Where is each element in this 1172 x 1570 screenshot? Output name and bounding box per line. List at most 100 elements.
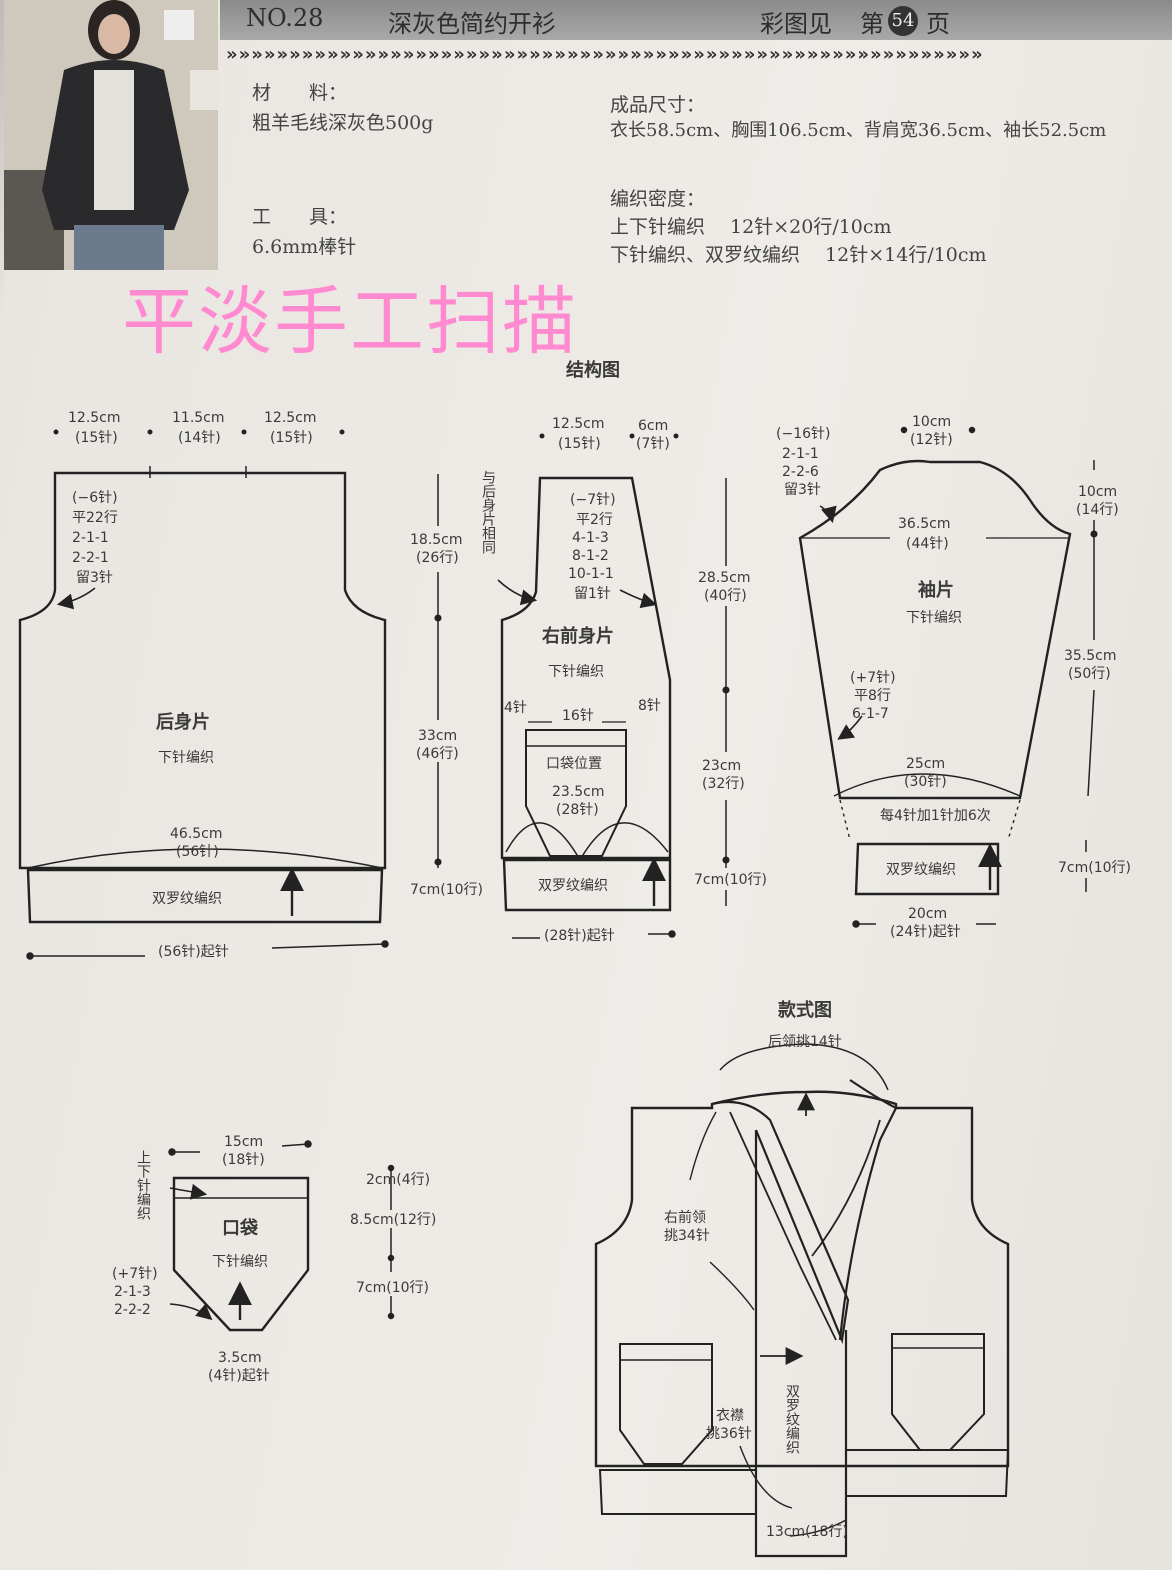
style-garment [594,1043,1010,1558]
density-line-1: 上下针编织 12针×20行/10cm [610,216,892,238]
back-armhole-5: 留3针 [76,570,113,586]
see-color-prefix: 彩图见 [760,10,832,38]
style-back-neck: 后领挑14针 [768,1034,842,1050]
pocket-inc-3: 2-2-2 [114,1302,151,1318]
materials-label: 材 料： [252,82,348,104]
pocket-bottom-b: (4针)起针 [208,1368,270,1384]
page-number-badge: 54 [888,6,918,36]
front-right-st: 8针 [638,698,661,714]
style-left-pocket [619,1343,713,1465]
back-armhole-arrow [56,587,96,610]
front-neck-2: 平2行 [576,512,613,528]
pattern-number: NO.28 [246,4,324,32]
front-stitch: 下针编织 [548,664,604,680]
sleeve-top-b: (12针) [910,432,953,448]
front-width-b: (28针) [556,802,599,818]
back-width-b: (56针) [176,844,219,860]
back-armhole-4: 2-2-1 [72,550,109,566]
back-width: 46.5cm [170,826,223,842]
sleeve-cuff-increase: 每4针加1针加6次 [880,808,991,824]
pocket-height-3: 7cm(10行) [356,1280,429,1296]
pocket-side-label: 上下针编织 [135,1150,151,1220]
sleeve-cuff [854,842,1000,896]
back-top-dim-3: 12.5cm [264,410,317,426]
chevron-divider: »»»»»»»»»»»»»»»»»»»»»»»»»»»»»»»»»»»»»»»»… [226,44,984,65]
front-neck-1: (−7针) [570,492,616,508]
pocket-outline [172,1176,310,1332]
front-top-dim-1: 12.5cm [552,416,605,432]
back-piece [18,466,389,960]
pocket-width-b: (18针) [222,1152,265,1168]
front-top-dim-2b: (7针) [636,436,670,452]
front-neck-5: 10-1-1 [568,566,614,582]
style-right-pocket [891,1333,985,1451]
sleeve-piece [798,459,1072,928]
front-cast-on: (28针)起针 [544,928,615,944]
style-rib-vertical: 双罗纹编织 [784,1384,800,1454]
sleeve-length-b: (50行) [1068,666,1111,682]
front-piece-name: 右前身片 [542,625,614,647]
sleeve-cuff-width-b: (30针) [904,774,947,790]
sleeve-cap-1: (−16针) [776,426,830,442]
sleeve-cap-height: 10cm [1078,484,1117,500]
pocket-bottom: 3.5cm [218,1350,262,1366]
sleeve-inc-3: 6-1-7 [852,706,889,722]
back-outline [18,471,387,870]
back-top-dim-2: 11.5cm [172,410,225,426]
model-photo [4,0,218,270]
same-as-back-note: 与后身片相同 [480,470,496,555]
front-rib: 双罗纹编织 [538,878,608,894]
sleeve-cast-width: 20cm [908,906,947,922]
style-body-outline [594,1090,1010,1468]
see-color-suffix: 页 [926,10,950,38]
pocket-position-label: 口袋位置 [546,756,602,772]
style-front-collar-1: 右前领 [664,1209,706,1226]
style-placket-2: 挑36针 [706,1426,752,1442]
sleeve-width: 36.5cm [898,516,951,532]
pocket-inc-2: 2-1-3 [114,1284,151,1300]
front-width: 23.5cm [552,784,605,800]
front-upper-len: 28.5cm [698,570,751,586]
sleeve-cap-2: 2-1-1 [782,446,819,462]
sleeve-length: 35.5cm [1064,648,1117,664]
front-piece [500,476,676,939]
vertical-dimension-line [434,474,442,868]
pocket-inc-1: (+7针) [112,1266,158,1282]
pattern-title: 深灰色简约开衫 [388,10,556,38]
sleeve-cap-height-b: (14行) [1076,502,1119,518]
mid-length: 33cm [418,728,457,744]
pocket-height-2: 8.5cm(12行) [350,1212,436,1228]
tools-value: 6.6mm棒针 [252,236,357,258]
sleeve-piece-name: 袖片 [918,579,954,601]
sleeve-rib: 双罗纹编织 [886,862,956,878]
back-top-dim-1b: (15针) [75,430,118,446]
sleeve-width-b: (44针) [906,536,949,552]
front-pocket-st: 16针 [562,708,594,724]
style-bottom-dim: 13cm(18行) [766,1524,848,1540]
front-top-dim-1b: (15针) [558,436,601,452]
back-top-dim-1: 12.5cm [68,410,121,426]
sleeve-top: 10cm [912,414,951,430]
sleeve-cap-3: 2-2-6 [782,464,819,480]
watermark: 平淡手工扫描 [122,279,578,365]
upper-length-b: (26行) [416,550,459,566]
front-neck-4: 8-1-2 [572,548,609,564]
front-neck-3: 4-1-3 [572,530,609,546]
sleeve-inc-2: 平8行 [854,688,891,704]
size-value: 衣长58.5cm、胸围106.5cm、背肩宽36.5cm、袖长52.5cm [610,120,1107,141]
upper-length: 18.5cm [410,532,463,548]
front-upper-len-b: (40行) [704,588,747,604]
front-lower-len: 23cm [702,758,741,774]
front-left-st: 4针 [504,700,527,716]
front-rib-band [502,858,672,912]
pocket-position [525,729,627,857]
rib-length: 7cm(10行) [410,882,483,898]
back-top-dim-2b: (14针) [178,430,221,446]
sleeve-rib-len: 7cm(10行) [1058,860,1131,876]
style-title: 款式图 [778,999,832,1021]
back-top-dim-3b: (15针) [270,430,313,446]
sleeve-inc-1: (+7针) [850,670,896,686]
pocket-stitch: 下针编织 [212,1254,268,1270]
pocket-name: 口袋 [222,1217,259,1239]
